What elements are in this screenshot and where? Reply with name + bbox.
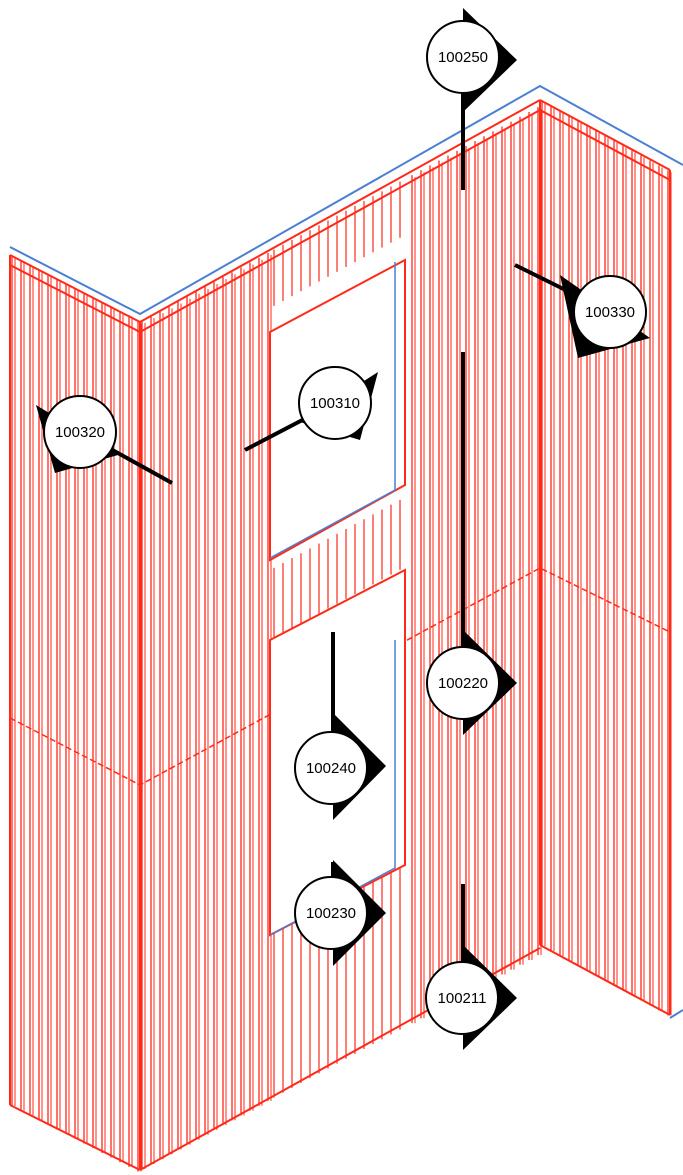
top-plate bbox=[9, 254, 141, 323]
outline-top bbox=[9, 84, 683, 316]
callout-100320[interactable]: 100320 bbox=[36, 395, 173, 485]
bottom-plate bbox=[9, 1104, 141, 1171]
callout-100230[interactable]: 100230 bbox=[294, 860, 386, 966]
callout-label: 100320 bbox=[55, 424, 105, 441]
callout-label: 100310 bbox=[310, 395, 360, 412]
callout-bubble bbox=[294, 731, 368, 805]
callout-100250[interactable]: 100250 bbox=[426, 8, 517, 190]
outline-edge bbox=[669, 1009, 683, 1019]
callout-bubble bbox=[43, 395, 117, 469]
callout-bubble bbox=[426, 646, 500, 720]
callout-label: 100230 bbox=[306, 905, 356, 922]
top-plate bbox=[9, 264, 141, 333]
callout-bubble bbox=[294, 876, 368, 950]
callout-bubble bbox=[298, 366, 372, 440]
top-plate bbox=[139, 109, 541, 333]
callout-100310[interactable]: 100310 bbox=[244, 366, 378, 452]
outline-window bbox=[269, 262, 396, 559]
callout-label: 100220 bbox=[438, 675, 488, 692]
top-plate bbox=[539, 99, 671, 171]
top-plate bbox=[139, 99, 541, 323]
callout-bubble bbox=[426, 20, 500, 94]
wall-framing-studs bbox=[9, 99, 672, 1172]
callout-100211[interactable]: 100211 bbox=[425, 884, 517, 1050]
top-plate bbox=[539, 109, 671, 181]
callout-label: 100211 bbox=[438, 990, 487, 1007]
bottom-plate bbox=[539, 944, 671, 1016]
callout-bubble bbox=[573, 275, 647, 349]
callout-100240[interactable]: 100240 bbox=[294, 632, 386, 820]
callout-100220[interactable]: 100220 bbox=[426, 352, 517, 735]
callout-label: 100330 bbox=[585, 304, 635, 321]
section-callouts: 100250 100330 100320 100310 100220 bbox=[36, 8, 650, 1050]
callout-bubble bbox=[425, 961, 499, 1035]
callout-label: 100240 bbox=[306, 760, 356, 777]
callout-label: 100250 bbox=[438, 49, 488, 66]
callout-100330[interactable]: 100330 bbox=[514, 263, 650, 358]
